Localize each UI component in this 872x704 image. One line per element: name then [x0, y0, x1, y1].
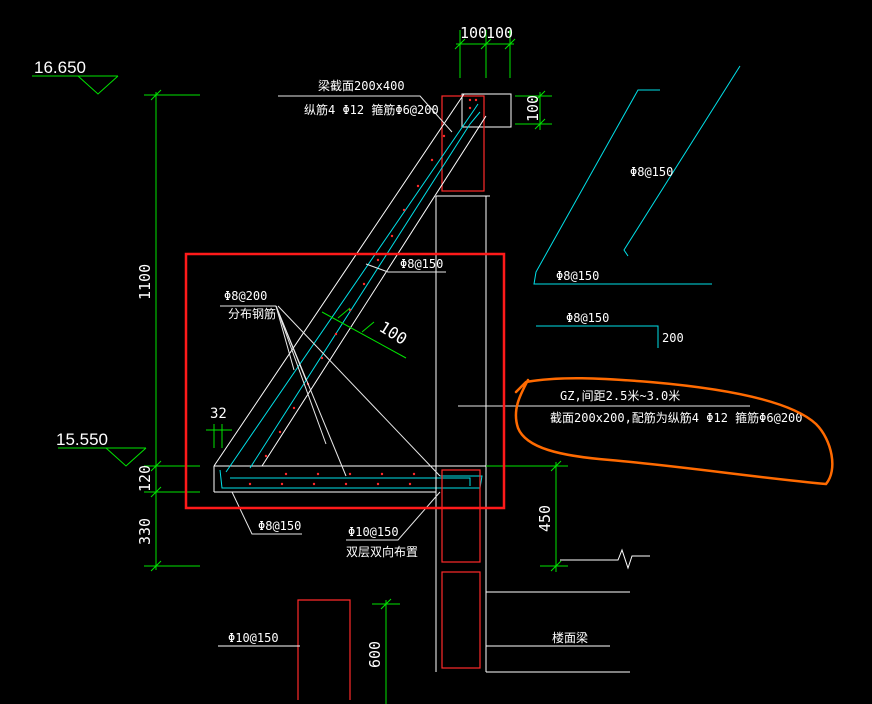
gz-note-text: GZ,间距2.5米~3.0米 [560, 389, 680, 403]
dim-32-text: 32 [210, 406, 227, 422]
phi8-150-e-text: Φ8@150 [566, 311, 609, 325]
rebar-dots [248, 98, 478, 486]
dist-bar-leaders [275, 305, 441, 477]
phi8-150-c-text: Φ8@150 [630, 165, 673, 179]
dim-450-text: 450 [536, 505, 554, 532]
right-dimension-450 [486, 460, 568, 572]
dim-330-text: 330 [136, 518, 154, 545]
dim-1100-text: 1100 [136, 264, 154, 300]
level-top-text: 16.650 [34, 58, 86, 77]
dim-32 [206, 424, 232, 448]
beam-note-leader [278, 95, 453, 133]
rebar-detail-1 [533, 65, 741, 285]
column [435, 196, 630, 673]
phi8-200-text: Φ8@200 [224, 289, 267, 303]
double-layer-text: 双层双向布置 [346, 544, 418, 559]
gz-section-text: 截面200x200,配筋为纵筋4 Φ12 箍筋Φ6@200 [550, 410, 803, 425]
level-marker-bottom: 15.550 [56, 430, 147, 467]
dim-200-text: 200 [662, 331, 684, 345]
dim-100-right-text: 100 [524, 95, 542, 122]
beam-rebar-text: 纵筋4 Φ12 箍筋Φ6@200 [304, 102, 439, 117]
top-beam [436, 93, 512, 197]
break-symbol [560, 548, 650, 570]
phi8-150-b-text: Φ8@150 [258, 519, 301, 533]
rebar-detail-2 [536, 325, 659, 348]
phi10-150-b-text: Φ10@150 [228, 631, 279, 645]
floor-beam-text: 楼面梁 [552, 630, 588, 645]
beam-section-text: 梁截面200x400 [318, 78, 405, 93]
level-bottom-text: 15.550 [56, 430, 108, 449]
phi8-150-a-text: Φ8@150 [400, 257, 443, 271]
highlight-box [184, 252, 506, 510]
top-dimension [454, 30, 516, 78]
left-dimension-chain [144, 89, 200, 572]
dim-120-text: 120 [136, 465, 154, 492]
right-dimension-100 [515, 90, 552, 130]
column-stirrups [441, 469, 481, 669]
dim-top-w1-text: 100 [460, 24, 487, 42]
dim-600-text: 600 [366, 641, 384, 668]
orange-annotation-loop [514, 376, 834, 486]
dist-bar-text: 分布钢筋 [228, 306, 276, 321]
bottom-red-bar [297, 599, 351, 700]
dim-top-w2-text: 100 [486, 24, 513, 42]
dim-600 [372, 598, 400, 704]
phi10-150-text: Φ10@150 [348, 525, 399, 539]
sloped-slab [213, 93, 487, 493]
phi8-150-d-text: Φ8@150 [556, 269, 599, 283]
level-marker-top: 16.650 [32, 58, 119, 95]
slope-thickness-dim [321, 307, 407, 359]
